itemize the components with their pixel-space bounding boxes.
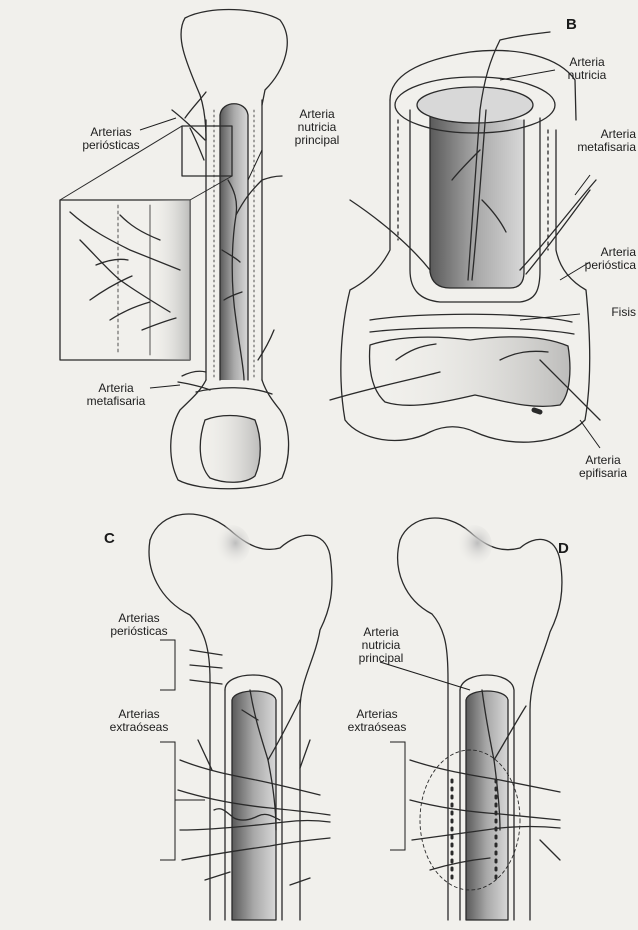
panel-d-bone [398, 518, 562, 920]
label-b-arteria-periostica: Arteria perióstica [566, 246, 636, 272]
label-b-arteria-nutricia: Arteria nutricia [556, 56, 618, 82]
label-a-arteria-metafisaria: Arteria metafisaria [80, 382, 152, 408]
label-a-arterias-periosticas: Arterias periósticas [78, 126, 144, 152]
label-b-fisis: Fisis [582, 306, 636, 319]
label-d-arteria-nutricia-principal: Arteria nutricia principal [346, 626, 416, 665]
panel-b-section [330, 32, 600, 442]
panel-letter-d: D [558, 540, 569, 557]
panel-c-bone [149, 514, 332, 920]
label-a-arteria-nutricia-principal: Arteria nutricia principal [284, 108, 350, 147]
label-c-arterias-extraoseas: Arterias extraóseas [104, 708, 174, 734]
label-c-arterias-periosticas: Arterias periósticas [104, 612, 174, 638]
label-d-arterias-extraoseas: Arterias extraóseas [342, 708, 412, 734]
label-b-arteria-epifisaria: Arteria epifisaria [570, 454, 636, 480]
panel-letter-b: B [566, 16, 577, 33]
panel-letter-c: C [104, 530, 115, 547]
label-b-arteria-metafisaria: Arteria metafisaria [562, 128, 636, 154]
